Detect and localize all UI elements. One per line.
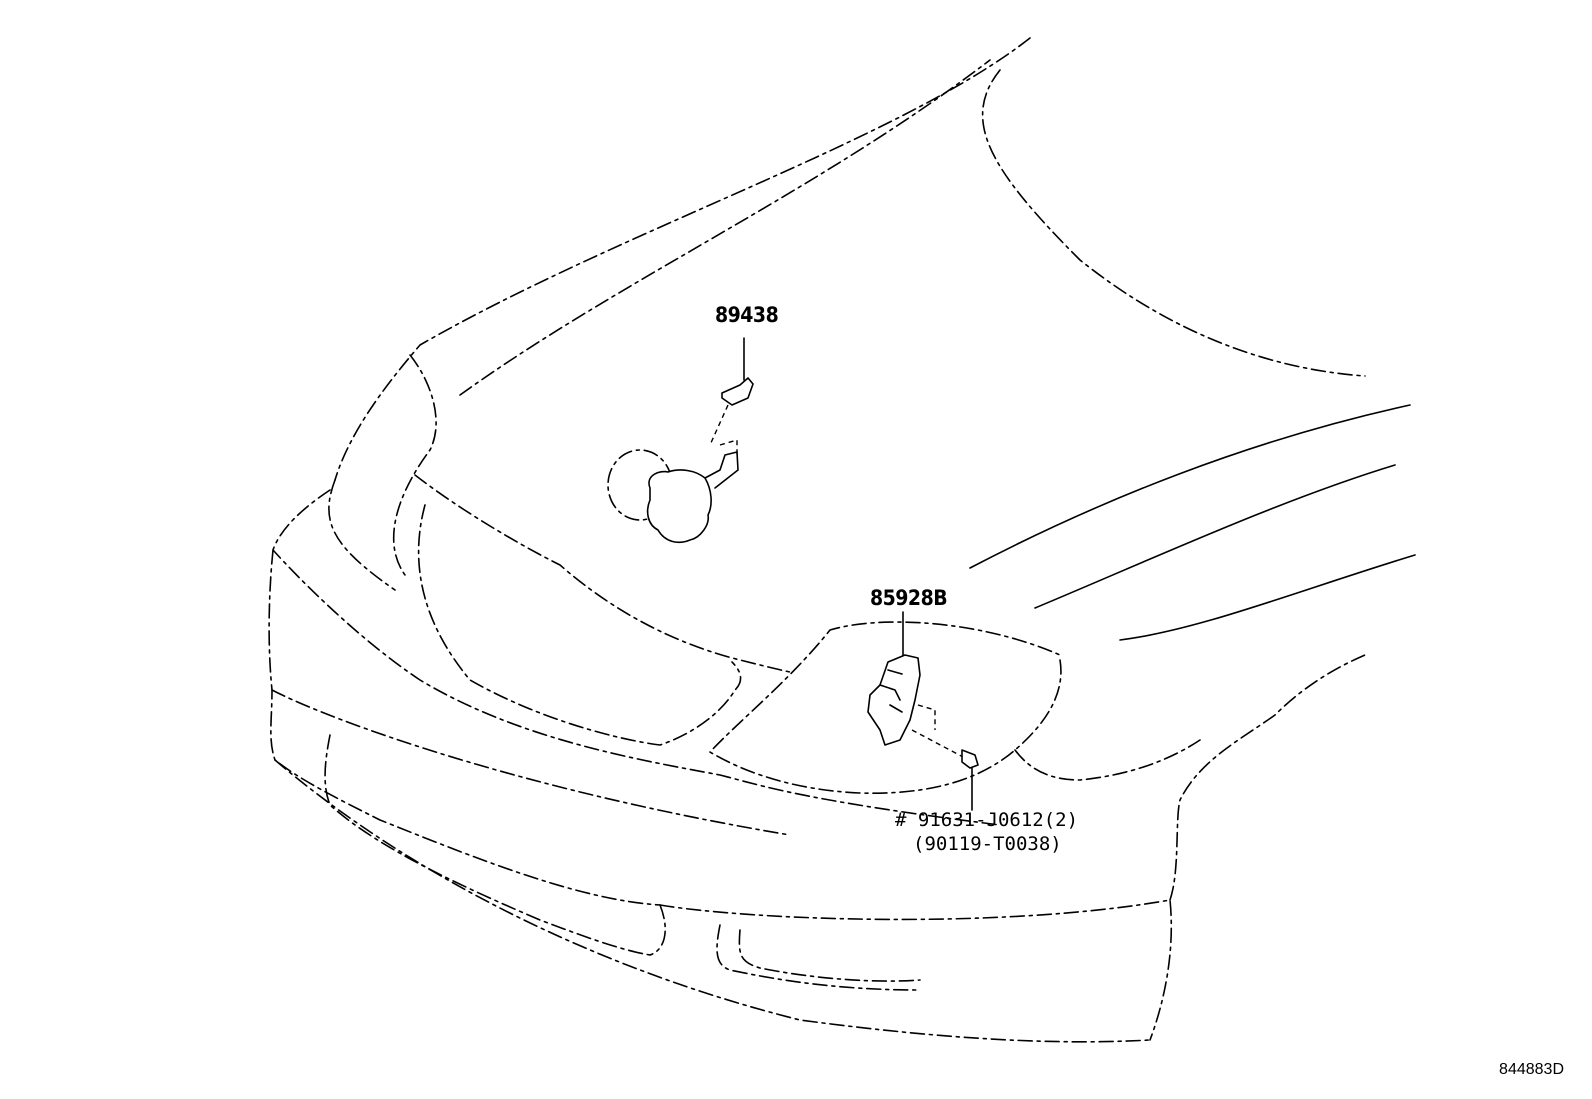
label-bolt-primary: # 91631-J0612(2) [895, 809, 1079, 831]
horn-assembly [607, 439, 739, 544]
connector-89438-shape [709, 337, 754, 446]
label-89438: 89438 [715, 303, 779, 327]
diagram-id: 844883D [1499, 1061, 1564, 1078]
label-85928b: 85928B [870, 586, 948, 610]
vehicle-outline [268, 37, 1416, 1043]
bracket-85928b-shape [867, 611, 979, 811]
label-bolt-alt: (90119-T0038) [913, 833, 1062, 855]
